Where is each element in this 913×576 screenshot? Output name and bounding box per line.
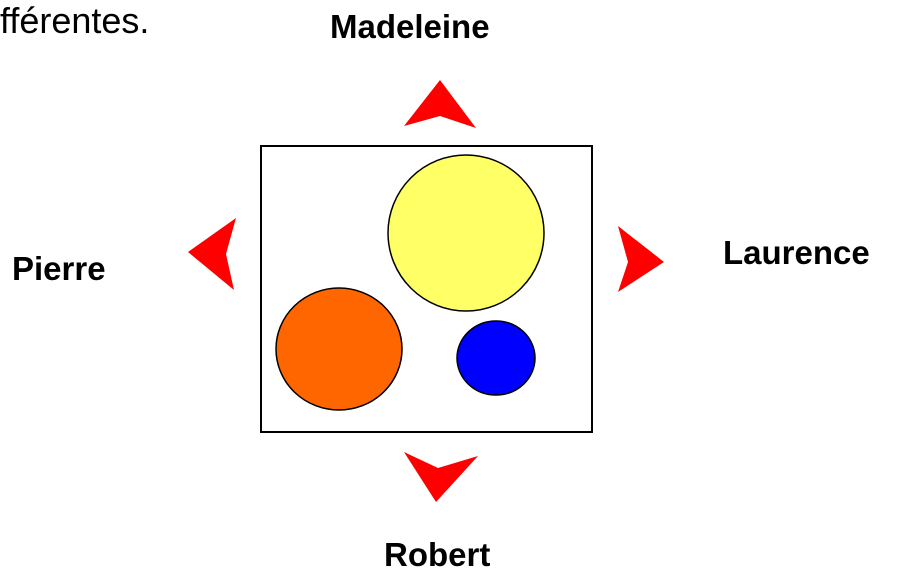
arrow-down-icon xyxy=(404,452,478,502)
observer-label-right: Laurence xyxy=(723,234,870,271)
yellow-circle xyxy=(387,154,545,312)
observer-label-top: Madeleine xyxy=(330,8,490,45)
caption-text: fférentes. xyxy=(0,0,150,41)
orange-circle xyxy=(275,287,403,411)
observer-label-bottom: Robert xyxy=(384,536,491,573)
observer-label-left: Pierre xyxy=(12,250,106,287)
blue-circle xyxy=(456,320,536,396)
arrow-left-icon xyxy=(188,218,236,290)
arrow-up-icon xyxy=(404,80,476,128)
arrow-right-icon xyxy=(618,226,664,292)
